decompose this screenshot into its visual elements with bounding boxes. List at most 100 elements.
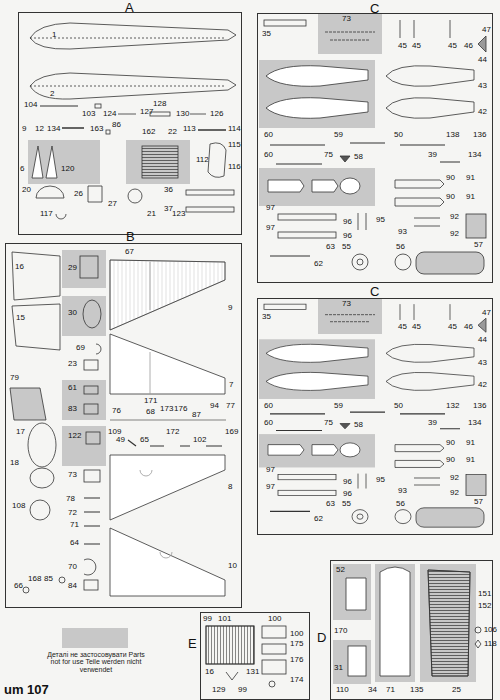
callout-number: 60 xyxy=(264,131,273,139)
legend-swatch xyxy=(62,628,128,648)
sprue-letter: A xyxy=(125,1,134,14)
callout-number: 57 xyxy=(474,241,483,249)
sprue-letter: C xyxy=(370,285,379,298)
callout-number: 152 xyxy=(478,602,491,610)
callout-number: 25 xyxy=(452,686,461,694)
callout-number: 23 xyxy=(68,360,77,368)
callout-number: 34 xyxy=(368,686,377,694)
callout-number: 96 xyxy=(343,478,352,486)
callout-number: 102 xyxy=(193,436,206,444)
callout-number: 92 xyxy=(450,230,459,238)
callout-number: 97 xyxy=(266,466,275,474)
callout-number: 90 xyxy=(446,174,455,182)
callout-number: 45 xyxy=(448,42,457,50)
callout-number: 169 xyxy=(225,428,238,436)
callout-number: 44 xyxy=(478,56,487,64)
callout-number: 37 xyxy=(164,205,173,213)
callout-number: 176 xyxy=(290,656,303,664)
callout-number: 42 xyxy=(478,108,487,116)
sprue-frame: C xyxy=(257,13,493,283)
callout-number: 99 xyxy=(203,615,212,623)
callout-number: 78 xyxy=(66,495,75,503)
callout-number: 45 xyxy=(398,323,407,331)
callout-number: 43 xyxy=(478,82,487,90)
callout-number: 79 xyxy=(10,374,19,382)
callout-number: 43 xyxy=(478,359,487,367)
callout-number: 91 xyxy=(466,439,475,447)
callout-number: 97 xyxy=(266,204,275,212)
callout-number: 21 xyxy=(147,210,156,218)
sprue-letter: C xyxy=(370,2,379,15)
callout-number: 70 xyxy=(68,563,77,571)
callout-number: 69 xyxy=(76,344,85,352)
callout-number: 116 xyxy=(228,163,241,171)
sprue-frame: D xyxy=(330,560,493,700)
callout-number: 95 xyxy=(376,476,385,484)
callout-number: 118 xyxy=(484,640,497,648)
sprue-letter: E xyxy=(188,637,197,650)
callout-number: 123 xyxy=(172,210,185,218)
callout-number: 113 xyxy=(183,125,196,133)
callout-number: 66 xyxy=(14,582,23,590)
callout-number: 7 xyxy=(229,381,233,389)
callout-number: 136 xyxy=(473,131,486,139)
callout-number: 67 xyxy=(125,248,134,256)
callout-number: 55 xyxy=(342,243,351,251)
callout-number: 8 xyxy=(228,483,232,491)
callout-number: 176 xyxy=(174,405,187,413)
callout-number: 52 xyxy=(336,566,345,574)
callout-number: 45 xyxy=(412,323,421,331)
callout-number: 96 xyxy=(343,218,352,226)
callout-number: 96 xyxy=(343,232,352,240)
callout-number: 60 xyxy=(264,151,273,159)
callout-number: 75 xyxy=(324,419,333,427)
callout-number: 59 xyxy=(334,131,343,139)
callout-number: 12 xyxy=(35,125,44,133)
callout-number: 91 xyxy=(466,193,475,201)
callout-number: 162 xyxy=(142,128,155,136)
callout-number: 61 xyxy=(68,384,77,392)
callout-number: 171 xyxy=(144,397,157,405)
callout-number: 62 xyxy=(314,260,323,268)
callout-number: 56 xyxy=(396,243,405,251)
callout-number: 39 xyxy=(428,419,437,427)
callout-number: 124 xyxy=(103,110,116,118)
callout-number: 175 xyxy=(290,640,303,648)
callout-number: 45 xyxy=(448,323,457,331)
callout-number: 16 xyxy=(205,668,214,676)
callout-number: 16 xyxy=(15,263,24,271)
callout-number: 63 xyxy=(326,243,335,251)
sprue-letter: D xyxy=(317,631,326,644)
callout-number: 100 xyxy=(290,630,303,638)
callout-number: 100 xyxy=(268,615,281,623)
callout-number: 72 xyxy=(68,509,77,517)
callout-number: 42 xyxy=(478,381,487,389)
callout-number: 46 xyxy=(464,42,473,50)
sprue-letter: B xyxy=(126,230,135,243)
callout-number: 104 xyxy=(24,101,37,109)
callout-number: 47 xyxy=(482,26,491,34)
callout-number: 35 xyxy=(262,313,271,321)
callout-number: 2 xyxy=(50,90,54,98)
callout-number: 71 xyxy=(70,521,79,529)
callout-number: 50 xyxy=(394,131,403,139)
callout-number: 49 xyxy=(116,436,125,444)
callout-number: 108 xyxy=(12,502,25,510)
callout-number: 77 xyxy=(226,402,235,410)
callout-number: 134 xyxy=(47,125,60,133)
callout-number: 64 xyxy=(70,539,79,547)
callout-number: 122 xyxy=(68,432,81,440)
callout-number: 75 xyxy=(324,151,333,159)
callout-number: 63 xyxy=(326,500,335,508)
callout-number: 131 xyxy=(246,668,259,676)
callout-number: 92 xyxy=(450,213,459,221)
callout-number: 60 xyxy=(264,419,273,427)
sprue-frame: A xyxy=(18,12,242,235)
callout-number: 62 xyxy=(314,515,323,523)
callout-number: 120 xyxy=(61,165,74,173)
callout-number: 55 xyxy=(342,500,351,508)
callout-number: 30 xyxy=(68,309,77,317)
callout-number: 172 xyxy=(166,428,179,436)
callout-number: 20 xyxy=(22,186,31,194)
